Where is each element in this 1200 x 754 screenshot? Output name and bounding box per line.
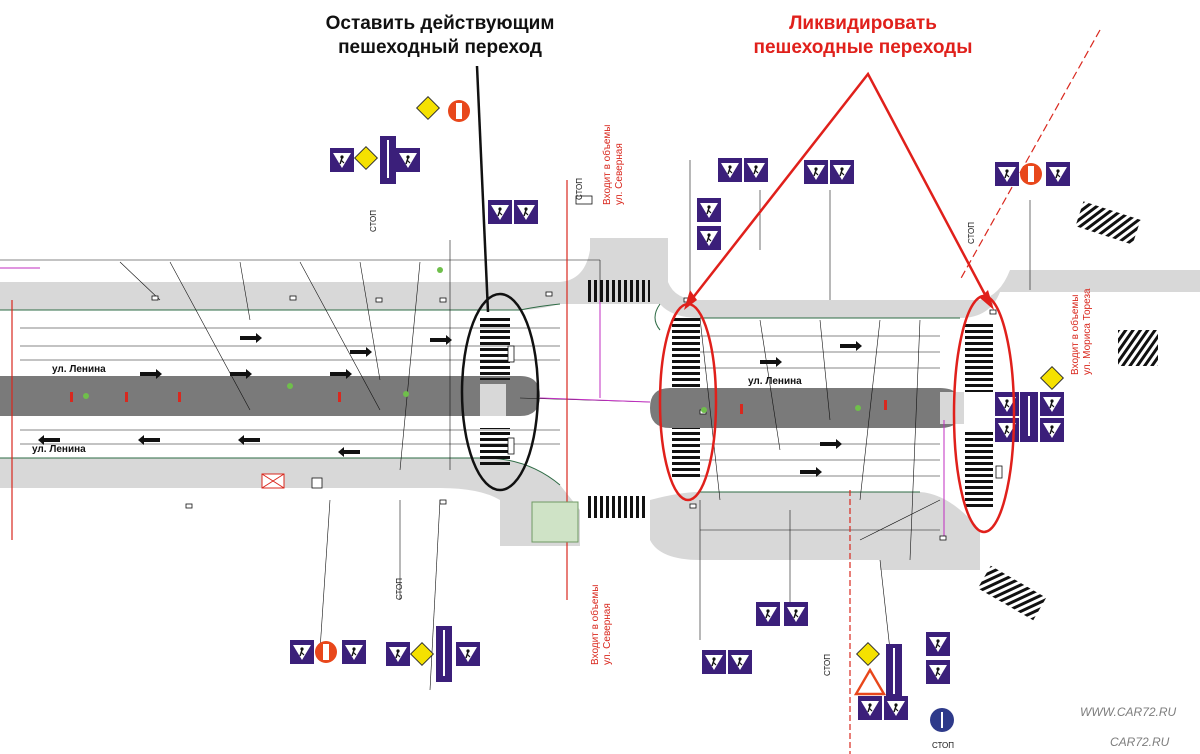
- stop-label-nw: СТОП: [369, 210, 378, 232]
- stop-label-sw: СТОП: [395, 578, 404, 600]
- crossing-remove-west-north: [672, 318, 700, 388]
- annotation-keep: Оставить действующим пешеходный переход: [300, 12, 580, 60]
- label-severnaya-top-2: ул. Северная: [614, 143, 625, 205]
- keep-crossing-ellipse: [460, 292, 540, 492]
- road-label-lenina-lower: ул. Ленина: [32, 444, 86, 455]
- annotation-remove-line1: Ликвидировать: [789, 13, 937, 34]
- sign-group-nw: [329, 95, 470, 184]
- sign-group-se: [701, 601, 954, 732]
- refuge-west: [480, 384, 506, 416]
- annotation-remove: Ликвидировать пешеходные переходы: [728, 12, 998, 60]
- keep-pointer-line: [475, 65, 490, 313]
- green-area: [531, 501, 579, 543]
- green-markers: [83, 267, 861, 413]
- road-label-lenina-upper: ул. Ленина: [52, 364, 106, 375]
- sign-group-ne: [994, 161, 1071, 443]
- lane-arrows: [38, 333, 862, 477]
- crossing-severnaya-south: [588, 496, 646, 518]
- cabinet-sw: [261, 473, 323, 489]
- crossing-remove-east-north: [965, 324, 993, 392]
- stop-label-ne: СТОП: [967, 222, 976, 244]
- crossing-toreza-north: [1075, 201, 1141, 245]
- crossing-remove-west-south: [672, 428, 700, 480]
- median-west: [0, 376, 540, 416]
- crossing-keep-north: [480, 316, 510, 380]
- stop-label-n: СТОП: [575, 178, 584, 200]
- construction-lines: [0, 160, 1031, 691]
- annotation-remove-line2: пешеходные переходы: [753, 37, 973, 58]
- stop-label-s: СТОП: [823, 654, 832, 676]
- crossing-keep-south: [480, 428, 510, 468]
- sign-group-center-north: [487, 157, 855, 251]
- watermark-bottom: CAR72.RU: [1110, 735, 1170, 749]
- refuge-east: [940, 392, 964, 424]
- annotation-keep-line1: Оставить действующим: [325, 13, 555, 34]
- arrowhead-west: [684, 290, 697, 310]
- crossing-toreza-mid: [1118, 330, 1158, 366]
- crossing-remove-east-south: [965, 430, 993, 510]
- road-label-lenina-right: ул. Ленина: [748, 376, 802, 387]
- label-severnaya-top-1: Входит в объемы: [601, 125, 613, 206]
- crossing-severnaya-north: [588, 280, 650, 302]
- guide-lines: [0, 267, 945, 540]
- arrowhead-east: [980, 290, 994, 310]
- label-toreza-2: ул. Мориса Тореза: [1082, 288, 1093, 375]
- sidewalk-southwest: [0, 458, 580, 546]
- median-east: [650, 388, 962, 428]
- red-markers: [70, 392, 887, 414]
- label-toreza-1: Входит в объемы: [1069, 295, 1081, 376]
- sidewalk-southeast: [650, 492, 980, 570]
- label-severnaya-bottom-2: ул. Северная: [602, 603, 613, 665]
- watermark-top: WWW.CAR72.RU: [1080, 705, 1177, 719]
- stop-label-se: СТОП: [932, 741, 954, 750]
- sign-group-sw: [289, 626, 481, 682]
- remove-pointer-lines: [687, 71, 992, 305]
- crossing-toreza-south: [977, 565, 1047, 621]
- annotation-keep-line2: пешеходный переход: [338, 37, 542, 58]
- label-severnaya-bottom-1: Входит в объемы: [589, 585, 601, 666]
